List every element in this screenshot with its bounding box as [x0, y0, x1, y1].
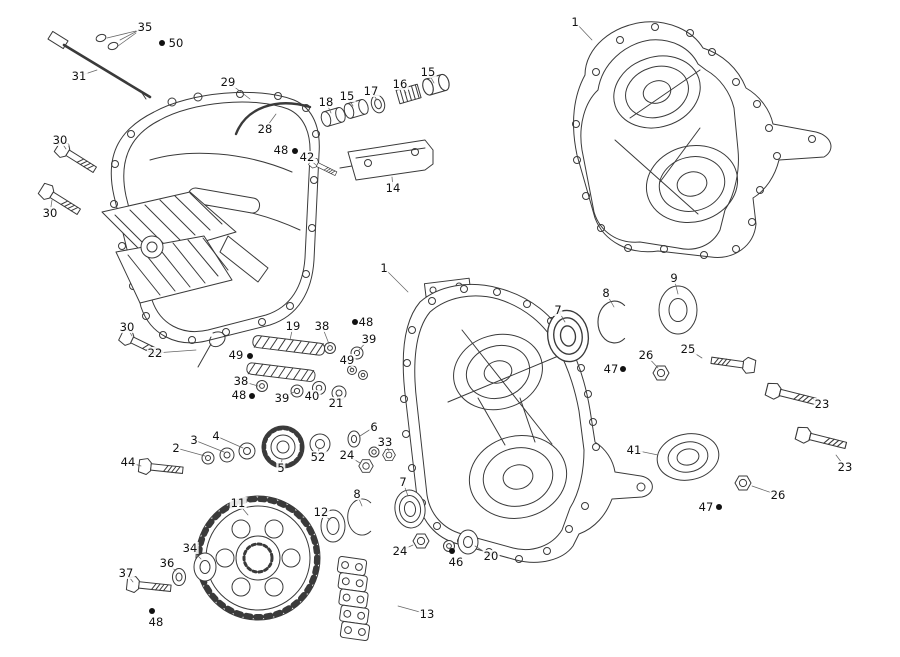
- part-callout-48: 48: [357, 314, 375, 329]
- part-callout-8: 8: [601, 285, 611, 300]
- part-callout-48: 48: [147, 614, 165, 629]
- fastener-marker-dot: [449, 548, 455, 554]
- fastener-marker-dot: [352, 319, 358, 325]
- part-callout-12: 12: [312, 504, 330, 519]
- part-callout-26: 26: [769, 487, 787, 502]
- bracket-14: [307, 139, 434, 181]
- part-callout-20: 20: [482, 548, 500, 563]
- housing-top-right: [572, 21, 832, 259]
- part-callout-41: 41: [625, 442, 643, 457]
- fastener-marker-dot: [716, 504, 722, 510]
- part-callout-25: 25: [679, 341, 697, 356]
- part-callout-1: 1: [570, 14, 580, 29]
- part-callout-5: 5: [276, 460, 286, 475]
- part-callout-23: 23: [813, 396, 831, 411]
- part-callout-46: 46: [447, 554, 465, 569]
- part-callout-35: 35: [136, 19, 154, 34]
- cover-left: [101, 90, 320, 344]
- part-callout-4: 4: [211, 428, 221, 443]
- fastener-marker-dot: [149, 608, 155, 614]
- housing-center: [400, 277, 653, 563]
- bolt-25: [709, 351, 757, 375]
- part-callout-2: 2: [171, 440, 181, 455]
- part-callout-48: 48: [230, 387, 248, 402]
- part-callout-50: 50: [167, 35, 185, 50]
- fastener-marker-dot: [292, 148, 298, 154]
- part-callout-38: 38: [313, 318, 331, 333]
- part-callout-19: 19: [284, 318, 302, 333]
- chain-13: [336, 556, 371, 642]
- fastener-marker-dot: [620, 366, 626, 372]
- part-callout-24: 24: [391, 543, 409, 558]
- fastener-marker-dot: [159, 40, 165, 46]
- spring-wire-28: [234, 102, 312, 136]
- part-callout-52: 52: [309, 449, 327, 464]
- part-callout-28: 28: [256, 121, 274, 136]
- part-callout-39: 39: [360, 331, 378, 346]
- part-callout-6: 6: [369, 419, 379, 434]
- part-callout-13: 13: [418, 606, 436, 621]
- gear-5-cluster: [201, 425, 396, 473]
- bolt-44: [137, 457, 185, 479]
- cotter-pin-22: [197, 331, 226, 368]
- part-callout-40: 40: [303, 388, 321, 403]
- part-callout-8: 8: [352, 486, 362, 501]
- part-callout-17: 17: [362, 83, 380, 98]
- part-callout-16: 16: [391, 76, 409, 91]
- part-callout-44: 44: [119, 454, 137, 469]
- part-callout-18: 18: [317, 94, 335, 109]
- part-callout-39: 39: [273, 390, 291, 405]
- part-callout-49: 49: [338, 352, 356, 367]
- part-callout-9: 9: [669, 270, 679, 285]
- part-callout-38: 38: [232, 373, 250, 388]
- part-callout-14: 14: [384, 180, 402, 195]
- part-callout-15: 15: [419, 64, 437, 79]
- part-callout-30: 30: [51, 132, 69, 147]
- part-callout-48: 48: [272, 142, 290, 157]
- part-callout-30: 30: [41, 205, 59, 220]
- part-callout-47: 47: [697, 499, 715, 514]
- shaft-31: [47, 30, 152, 100]
- sprocket-11-cluster: [172, 487, 428, 621]
- bolt-23b: [794, 424, 849, 454]
- part-callout-37: 37: [117, 565, 135, 580]
- part-callout-3: 3: [189, 432, 199, 447]
- part-callout-42: 42: [298, 149, 316, 164]
- part-callout-36: 36: [158, 555, 176, 570]
- part-callout-23: 23: [836, 459, 854, 474]
- lower-hardware: [412, 529, 479, 555]
- part-callout-30: 30: [118, 319, 136, 334]
- part-callout-22: 22: [146, 345, 164, 360]
- part-callout-7: 7: [553, 302, 563, 317]
- fastener-marker-dot: [247, 353, 253, 359]
- right-hardware: [543, 285, 752, 491]
- part-callout-49: 49: [227, 347, 245, 362]
- part-callout-26: 26: [637, 347, 655, 362]
- part-callout-34: 34: [181, 540, 199, 555]
- part-callout-24: 24: [338, 447, 356, 462]
- part-callout-15: 15: [338, 88, 356, 103]
- callout-leader-line: [193, 439, 225, 453]
- callout-leader-line: [175, 447, 206, 457]
- bolt-23a: [764, 380, 819, 410]
- part-callout-29: 29: [219, 74, 237, 89]
- part-callout-7: 7: [398, 474, 408, 489]
- part-callout-1: 1: [379, 260, 389, 275]
- fastener-marker-dot: [249, 393, 255, 399]
- part-callout-31: 31: [70, 68, 88, 83]
- part-callout-21: 21: [327, 395, 345, 410]
- part-callout-11: 11: [229, 495, 247, 510]
- part-callout-33: 33: [376, 434, 394, 449]
- part-callout-47: 47: [602, 361, 620, 376]
